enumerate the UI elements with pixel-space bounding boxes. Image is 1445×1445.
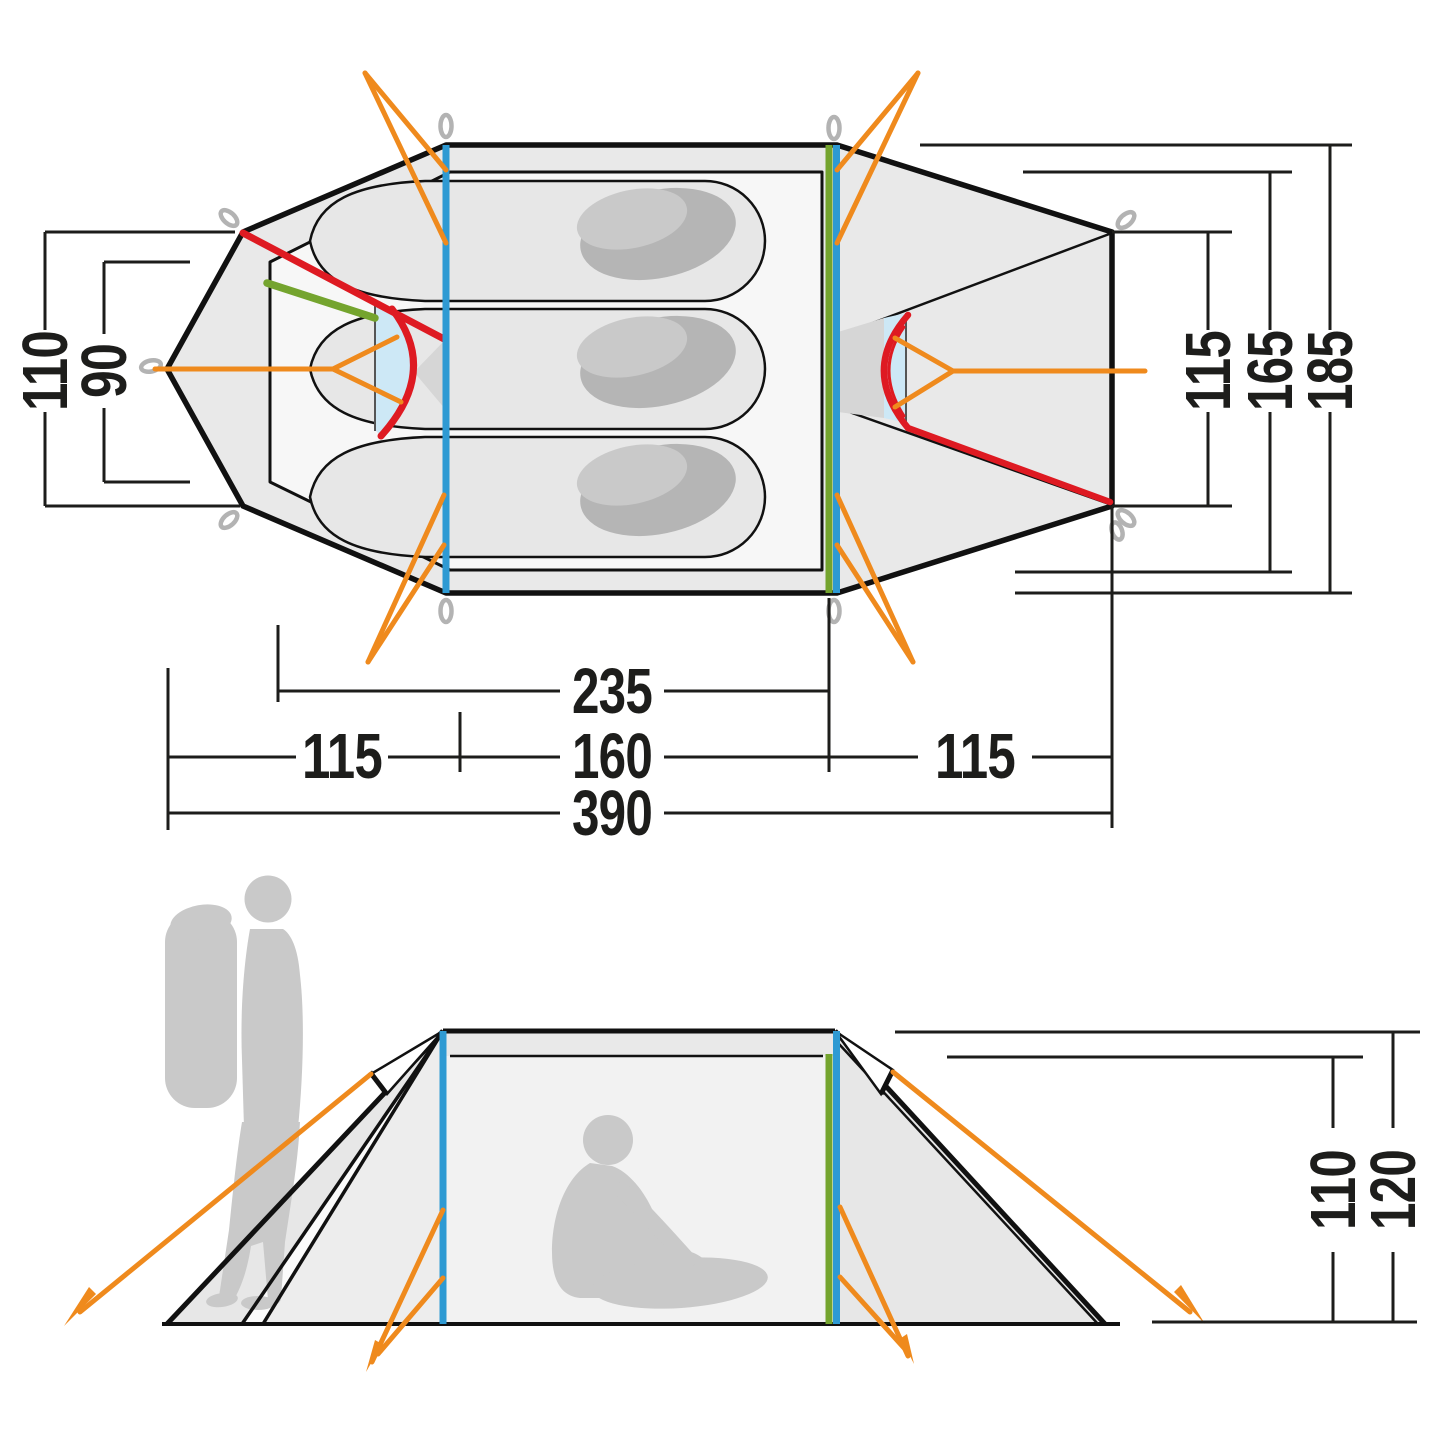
guy-line bbox=[892, 335, 956, 374]
door-roll-edge bbox=[240, 1030, 445, 1325]
right-vestibule-door bbox=[837, 231, 1114, 507]
guy-lines-plan bbox=[152, 70, 1148, 665]
fly-roof-band bbox=[443, 1031, 835, 1056]
peg-loop bbox=[218, 509, 240, 531]
dimensions-right bbox=[920, 143, 1352, 595]
vent-flaps bbox=[368, 1029, 896, 1097]
guy-line bbox=[890, 1069, 1193, 1315]
peg-loop bbox=[138, 357, 164, 375]
guy-line bbox=[834, 492, 916, 665]
guy-line bbox=[362, 70, 449, 246]
guy-line bbox=[77, 1071, 374, 1315]
person-legs bbox=[219, 1122, 300, 1305]
guy-line bbox=[837, 1204, 911, 1359]
person-head bbox=[583, 1115, 633, 1165]
dim-tick bbox=[45, 230, 240, 508]
backpack-lid bbox=[170, 904, 232, 940]
guy-line bbox=[362, 70, 449, 173]
standing-person-silhouette bbox=[165, 875, 303, 1310]
person-body bbox=[241, 929, 303, 1128]
dim-label-110-side: 110 bbox=[1297, 1150, 1369, 1230]
dim-label-115-bottom-right: 115 bbox=[935, 720, 1015, 792]
person-legs bbox=[592, 1257, 768, 1309]
stake-tip bbox=[64, 1287, 96, 1326]
dim-label-390: 390 bbox=[572, 777, 652, 849]
pillow-highlight bbox=[576, 188, 688, 250]
side-tent-outline bbox=[162, 1028, 1120, 1326]
left-vestibule-door bbox=[239, 229, 450, 440]
guy-line bbox=[330, 334, 400, 372]
stake-tip bbox=[1174, 1285, 1205, 1324]
dim-label-185-right: 185 bbox=[1294, 331, 1366, 411]
sleeping-pad bbox=[308, 307, 767, 431]
dim-tick bbox=[1015, 170, 1292, 574]
dim-label-235: 235 bbox=[572, 655, 652, 727]
door-shade bbox=[838, 318, 884, 418]
side-view: 110 120 bbox=[64, 875, 1429, 1372]
sitting-person-silhouette bbox=[552, 1115, 768, 1309]
peg-loop bbox=[438, 597, 454, 625]
peg-loop bbox=[1115, 209, 1137, 231]
guy-line bbox=[834, 70, 921, 173]
sleeping-pad bbox=[308, 435, 767, 559]
dim-label-120-side: 120 bbox=[1357, 1150, 1429, 1230]
blue-pole bbox=[442, 145, 450, 593]
dimensions-bottom bbox=[166, 506, 1114, 830]
guy-line bbox=[834, 70, 921, 246]
blue-pole bbox=[439, 1031, 447, 1324]
guy-line bbox=[837, 1274, 907, 1351]
dim-tick bbox=[920, 143, 1352, 595]
dim-label-160: 160 bbox=[572, 720, 652, 792]
guy-lines-side bbox=[77, 1069, 1193, 1365]
dim-label-90-left: 90 bbox=[68, 344, 140, 398]
pillow-highlight bbox=[576, 444, 688, 506]
tent-poles-side bbox=[439, 1031, 840, 1324]
dim-label-165-right: 165 bbox=[1234, 331, 1306, 411]
peg-loop bbox=[1115, 507, 1137, 529]
person-foot bbox=[206, 1292, 238, 1308]
pillow-highlight bbox=[576, 316, 688, 378]
dimensions-side bbox=[895, 1030, 1420, 1324]
guy-line bbox=[330, 366, 404, 405]
right-vent-bar bbox=[878, 1068, 896, 1096]
green-pole bbox=[825, 1054, 833, 1324]
green-pole-segment bbox=[263, 279, 379, 322]
guy-line bbox=[892, 368, 956, 410]
peg-loop bbox=[438, 112, 454, 140]
door-shade bbox=[414, 339, 446, 410]
person-arm bbox=[614, 1182, 696, 1268]
guy-line bbox=[834, 542, 916, 665]
blue-pole bbox=[833, 1031, 840, 1324]
guy-line bbox=[365, 542, 447, 665]
guy-line bbox=[375, 1275, 446, 1357]
dim-label-115-bottom-left: 115 bbox=[302, 720, 382, 792]
dim-label-110-left: 110 bbox=[9, 331, 81, 411]
stake-tip bbox=[366, 1340, 382, 1372]
blue-pole bbox=[833, 145, 840, 593]
peg-loop bbox=[218, 207, 240, 229]
peg-loop bbox=[826, 114, 842, 142]
dim-label-115-right: 115 bbox=[1172, 331, 1244, 411]
guy-line bbox=[365, 492, 447, 665]
top-view: 110 90 115 165 185 235 115 160 115 bbox=[9, 70, 1366, 849]
person-backpack bbox=[165, 912, 237, 1108]
door-arc-red-outer bbox=[880, 311, 1114, 506]
person-head bbox=[244, 875, 292, 923]
door-arc-red bbox=[377, 305, 418, 440]
tent-poles-plan bbox=[442, 145, 840, 593]
dim-tick bbox=[104, 260, 190, 484]
dim-tick bbox=[1112, 230, 1232, 508]
door-zip-red bbox=[239, 229, 450, 344]
stake-tip bbox=[901, 1334, 914, 1364]
green-pole bbox=[825, 145, 833, 593]
dimensions-left bbox=[43, 230, 240, 508]
guy-stake-tips bbox=[64, 1285, 1205, 1372]
sleeping-pads bbox=[308, 179, 767, 559]
guy-line bbox=[369, 1207, 446, 1365]
door-roll-edge bbox=[261, 1030, 445, 1325]
sleeping-pad bbox=[308, 179, 767, 303]
